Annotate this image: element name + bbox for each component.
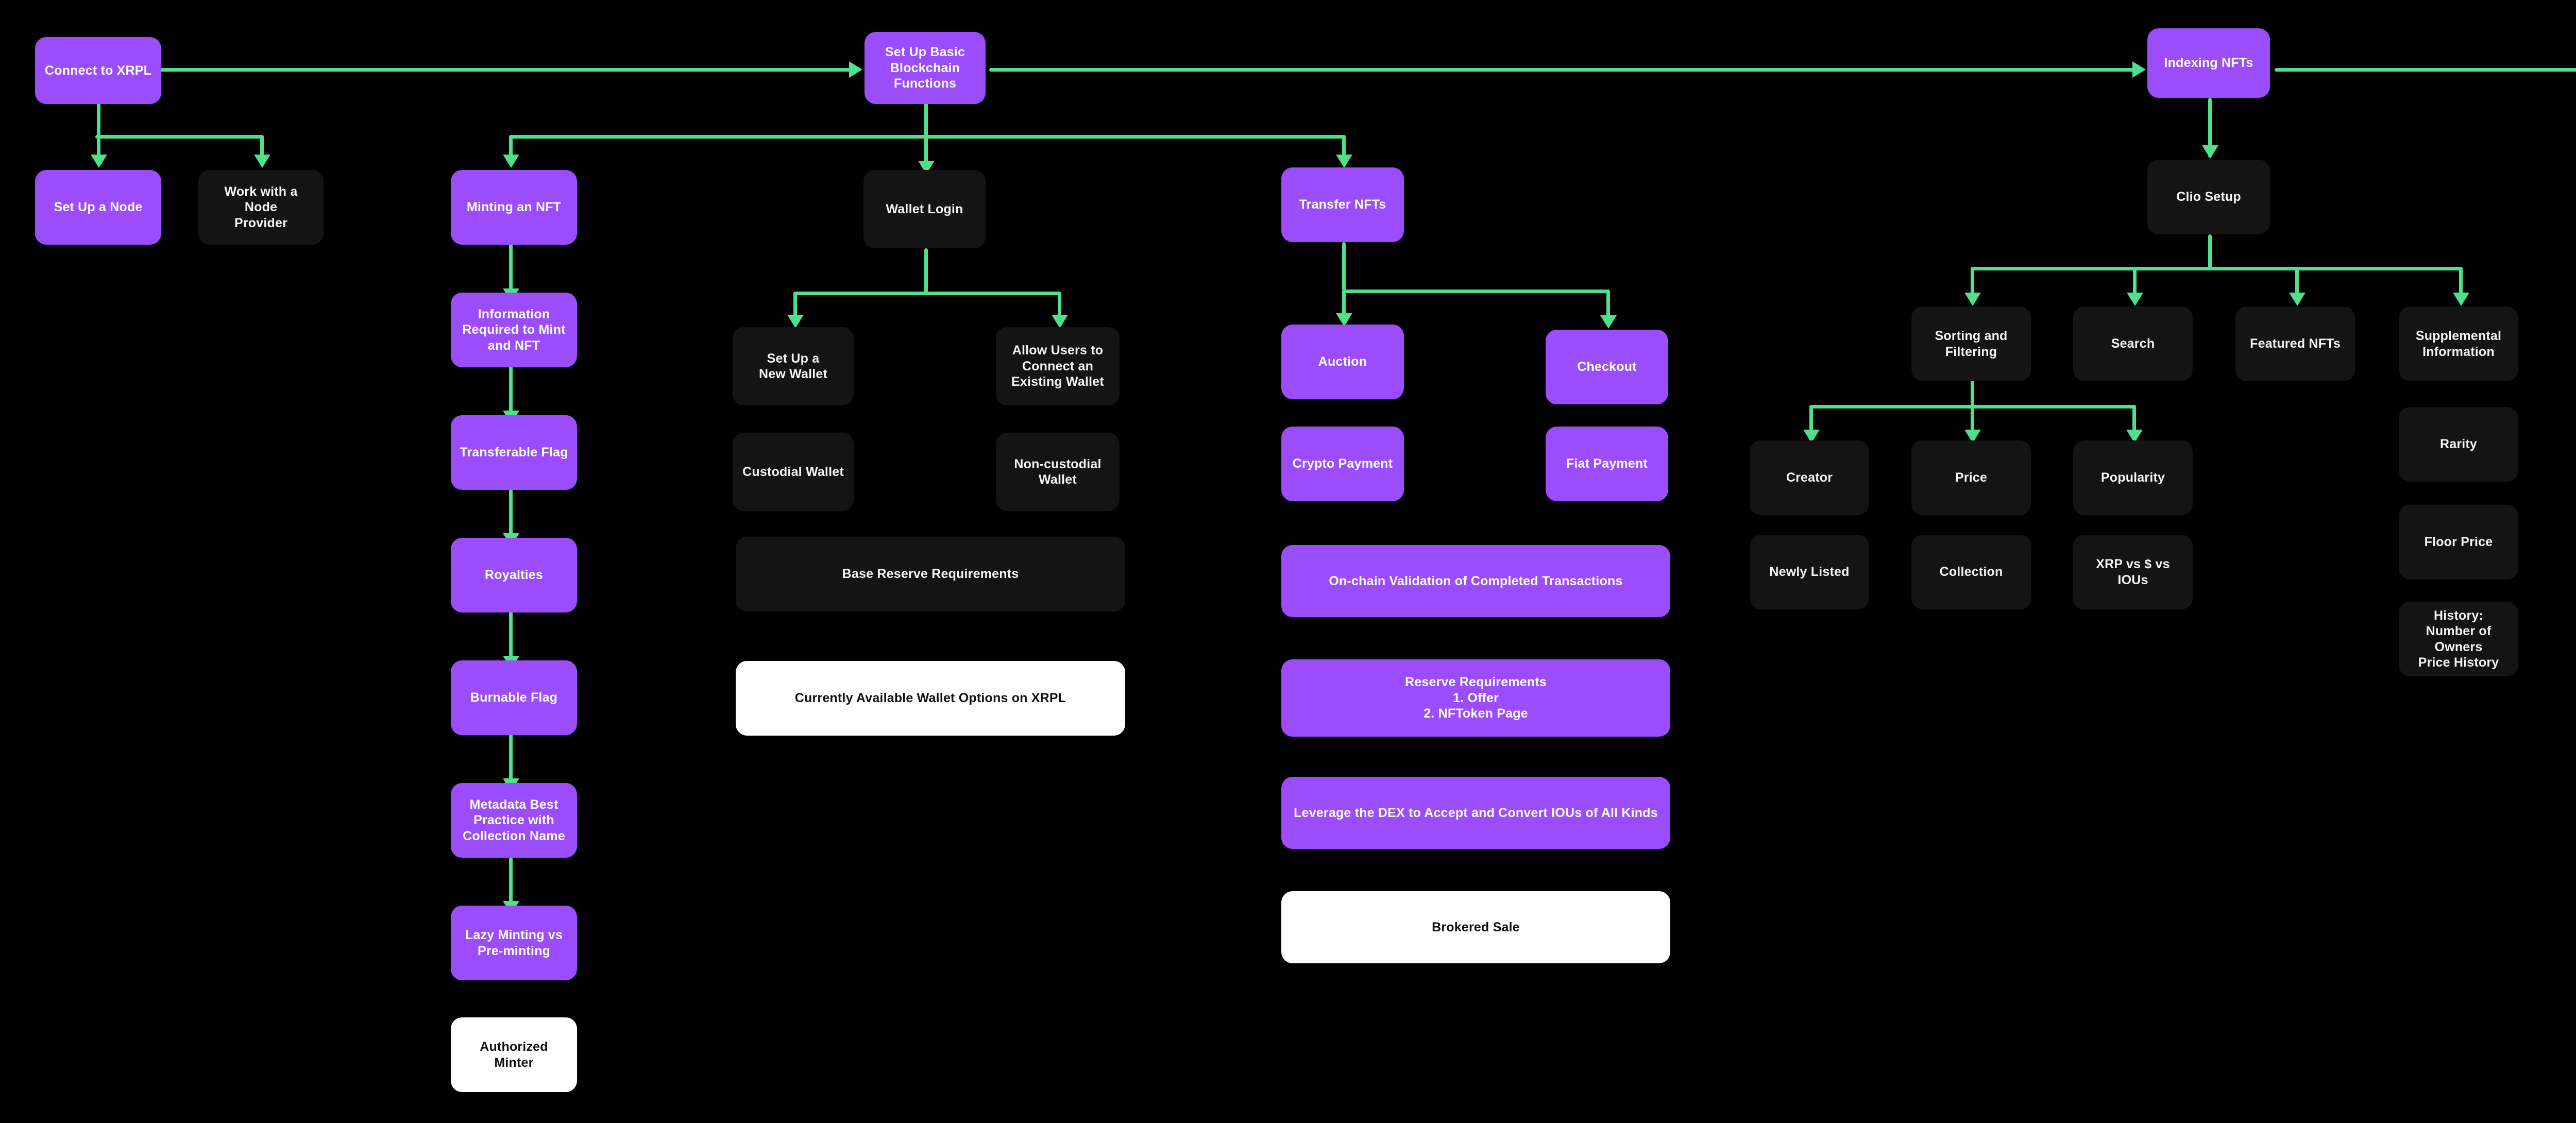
- node-burnable-flag[interactable]: Burnable Flag: [451, 660, 577, 735]
- node-minting-an-nft[interactable]: Minting an NFT: [451, 170, 577, 245]
- edge-to-transfer-nfts: [1342, 135, 1346, 160]
- edge-wallet-branch-bus: [793, 292, 1061, 295]
- edge-to-checkout: [1606, 290, 1610, 320]
- node-non-custodial-wallet[interactable]: Non-custodial Wallet: [996, 433, 1120, 511]
- edge-to-node-provider: [260, 135, 264, 160]
- node-on-chain-validation[interactable]: On-chain Validation of Completed Transac…: [1281, 545, 1670, 617]
- node-floor-price[interactable]: Floor Price: [2399, 505, 2518, 580]
- edge-to-price: [1971, 405, 1974, 435]
- edge-indexing-to-clio: [2208, 98, 2212, 158]
- edge-sorting-down: [1971, 370, 1974, 407]
- node-transferable-flag[interactable]: Transferable Flag: [451, 415, 577, 490]
- node-currently-available-wallet-options[interactable]: Currently Available Wallet Options on XR…: [736, 661, 1125, 736]
- edge-to-popularity: [2132, 405, 2136, 435]
- edge-to-new-wallet: [793, 292, 797, 320]
- node-set-up-a-new-wallet[interactable]: Set Up a New Wallet: [733, 327, 854, 405]
- node-allow-users-to-connect-existing-wallet[interactable]: Allow Users to Connect an Existing Walle…: [996, 327, 1120, 405]
- node-work-with-a-node-provider[interactable]: Work with a Node Provider: [198, 170, 324, 245]
- node-history[interactable]: History: Number of Owners Price History: [2399, 602, 2518, 676]
- edge-to-supplemental: [2459, 267, 2463, 298]
- arrowhead-new-wallet: [787, 315, 804, 328]
- node-checkout[interactable]: Checkout: [1546, 330, 1668, 404]
- edge-wallet-login-down: [924, 248, 928, 294]
- edge-metadata-to-lazy: [509, 856, 513, 914]
- arrowhead-to-basic-functions: [849, 61, 862, 78]
- node-rarity[interactable]: Rarity: [2399, 407, 2518, 482]
- node-supplemental-information[interactable]: Supplemental Information: [2399, 307, 2518, 381]
- node-lazy-minting-vs-preminting[interactable]: Lazy Minting vs Pre-minting: [451, 906, 577, 980]
- node-search[interactable]: Search: [2073, 307, 2193, 381]
- node-metadata-best-practice[interactable]: Metadata Best Practice with Collection N…: [451, 783, 577, 858]
- edge-minting-to-info: [509, 244, 513, 301]
- node-set-up-a-node[interactable]: Set Up a Node: [35, 170, 161, 245]
- edge-to-search: [2133, 267, 2137, 298]
- edge-clio-down: [2208, 234, 2212, 268]
- node-indexing-nfts[interactable]: Indexing NFTs: [2147, 28, 2270, 98]
- arrowhead-featured: [2289, 293, 2306, 306]
- edge-connect-branch-bus: [95, 135, 264, 139]
- arrowhead-checkout: [1600, 315, 1617, 329]
- arrowhead-search: [2127, 293, 2143, 306]
- edge-to-setup-node: [97, 135, 100, 160]
- edge-connect-down: [97, 71, 100, 137]
- edge-transfer-down: [1342, 242, 1346, 291]
- node-collection[interactable]: Collection: [1911, 535, 2031, 609]
- node-fiat-payment[interactable]: Fiat Payment: [1546, 427, 1668, 501]
- arrowhead-minting: [503, 155, 519, 168]
- node-leverage-the-dex[interactable]: Leverage the DEX to Accept and Convert I…: [1281, 777, 1670, 849]
- arrowhead-supplemental: [2453, 293, 2469, 306]
- arrowhead-sorting: [1964, 293, 1981, 306]
- arrowhead-to-indexing: [2132, 61, 2146, 78]
- edge-royalties-to-burnable: [509, 611, 513, 669]
- edge-clio-branch-bus: [1971, 267, 2463, 270]
- arrowhead-node-provider: [254, 155, 270, 168]
- node-connect-to-xrpl[interactable]: Connect to XRPL: [35, 37, 161, 104]
- node-xrp-vs-dollar-vs-ious[interactable]: XRP vs $ vs IOUs: [2073, 535, 2193, 609]
- node-price[interactable]: Price: [1911, 440, 2031, 515]
- node-brokered-sale[interactable]: Brokered Sale: [1281, 891, 1670, 963]
- edge-to-existing-wallet: [1058, 292, 1061, 320]
- node-authorized-minter[interactable]: Authorized Minter: [451, 1017, 577, 1092]
- node-set-up-basic-blockchain-functions[interactable]: Set Up Basic Blockchain Functions: [865, 32, 986, 104]
- edge-to-auction: [1342, 290, 1346, 318]
- edge-basic-down: [924, 101, 928, 137]
- arrowhead-clio-setup: [2202, 145, 2218, 159]
- edge-to-featured: [2295, 267, 2299, 298]
- edge-to-creator: [1809, 405, 1813, 435]
- node-clio-setup[interactable]: Clio Setup: [2147, 160, 2270, 234]
- edge-indexing-to-caching: [2275, 68, 2576, 72]
- arrowhead-transfer-nfts: [1336, 155, 1352, 168]
- edge-connect-to-basic: [95, 68, 857, 72]
- node-newly-listed[interactable]: Newly Listed: [1750, 535, 1869, 609]
- arrowhead-existing-wallet: [1052, 315, 1068, 328]
- node-transfer-nfts[interactable]: Transfer NFTs: [1281, 167, 1404, 242]
- edge-burnable-to-metadata: [509, 734, 513, 791]
- edge-transferable-to-royalties: [509, 488, 513, 546]
- node-creator[interactable]: Creator: [1750, 440, 1869, 515]
- node-crypto-payment[interactable]: Crypto Payment: [1281, 427, 1404, 501]
- edge-info-to-transferable: [509, 366, 513, 423]
- node-popularity[interactable]: Popularity: [2073, 440, 2193, 515]
- node-featured-nfts[interactable]: Featured NFTs: [2235, 307, 2355, 381]
- edge-to-sorting: [1971, 267, 1974, 298]
- edge-transfer-branch-bus: [1342, 290, 1610, 293]
- edge-to-minting: [509, 135, 513, 160]
- node-information-required-to-mint[interactable]: Information Required to Mint and NFT: [451, 293, 577, 367]
- arrowhead-auction: [1336, 313, 1352, 327]
- edge-basic-to-indexing: [989, 68, 2140, 72]
- node-wallet-login[interactable]: Wallet Login: [863, 170, 986, 248]
- node-reserve-requirements[interactable]: Reserve Requirements 1. Offer 2. NFToken…: [1281, 659, 1670, 737]
- node-custodial-wallet[interactable]: Custodial Wallet: [733, 433, 854, 511]
- node-auction[interactable]: Auction: [1281, 325, 1404, 399]
- node-base-reserve-requirements[interactable]: Base Reserve Requirements: [736, 537, 1125, 611]
- arrowhead-setup-node: [91, 155, 107, 168]
- node-royalties[interactable]: Royalties: [451, 538, 577, 612]
- node-sorting-and-filtering[interactable]: Sorting and Filtering: [1911, 307, 2031, 381]
- edge-to-wallet-login: [924, 135, 928, 166]
